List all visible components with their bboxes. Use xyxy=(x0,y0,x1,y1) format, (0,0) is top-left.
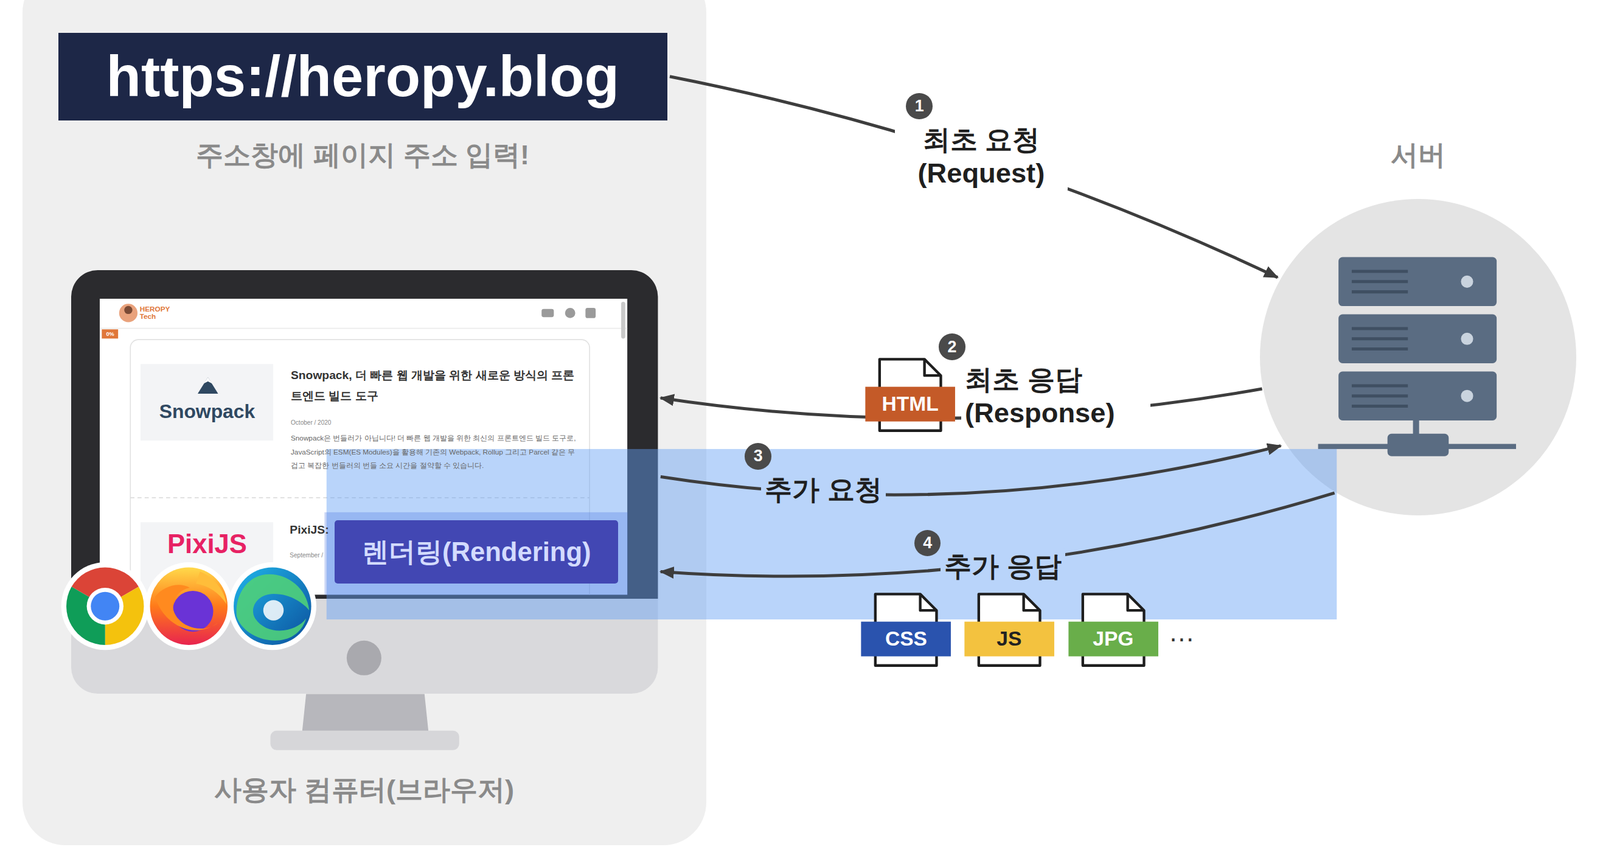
ellipsis: … xyxy=(1168,616,1196,648)
server-vent xyxy=(1351,337,1408,341)
server-light xyxy=(1461,275,1474,288)
server-unit xyxy=(1339,371,1498,421)
decor-shape xyxy=(233,566,311,645)
callout-number: 2 xyxy=(938,333,966,361)
file-tag xyxy=(1068,621,1159,656)
decor-shape xyxy=(61,562,150,650)
decor-shape xyxy=(263,599,285,621)
progress-text: 0% xyxy=(105,330,114,338)
highlight-focus xyxy=(324,512,628,595)
address-bar: https://heropy.blog주소창에 페이지 주소 입력! xyxy=(58,32,668,121)
file-tag xyxy=(861,621,952,656)
edge-label: 최초 응답 (Response) xyxy=(961,361,1151,431)
file-type: JPG xyxy=(1092,627,1134,651)
monitor-base xyxy=(270,730,459,751)
rss-icon xyxy=(585,308,597,319)
thumbnail xyxy=(140,364,274,442)
screen xyxy=(99,298,628,595)
snowpack-snow xyxy=(203,377,212,384)
post-title: Snowpack, 더 빠른 웹 개발을 위한 새로운 방식의 프론트엔드 빌드… xyxy=(290,365,582,406)
snowpack-mark xyxy=(197,377,219,395)
firefox-icon xyxy=(144,562,233,650)
server-vent xyxy=(1351,290,1408,294)
file-icon: JPG xyxy=(1066,591,1161,668)
edge-icon xyxy=(228,562,317,650)
file-tag xyxy=(964,621,1055,656)
file-type: CSS xyxy=(885,627,928,651)
chrome-icon xyxy=(61,562,150,650)
monitor-button xyxy=(346,640,382,676)
scrollbar xyxy=(621,301,626,339)
post-date: September / xyxy=(289,551,324,560)
connector xyxy=(669,76,1278,278)
server-vent xyxy=(1351,394,1408,398)
url-text: https://heropy.blog xyxy=(106,43,620,110)
address-hint: 주소창에 페이지 주소 입력! xyxy=(58,138,668,172)
post-title: PixiJS: xyxy=(289,522,329,537)
file-icon: HTML xyxy=(863,357,957,433)
thumbnail-logo: PixiJS xyxy=(167,528,247,560)
header-line xyxy=(99,327,628,330)
network-hub xyxy=(1387,433,1450,457)
server-vent xyxy=(1351,404,1408,408)
decor-shape xyxy=(90,591,120,621)
site-logo: HEROPY Tech xyxy=(139,305,179,321)
file-tag xyxy=(865,386,956,422)
file-fold xyxy=(924,358,942,376)
server-vent xyxy=(1351,270,1408,274)
server-light xyxy=(1461,332,1474,345)
file-type: JS xyxy=(996,627,1022,651)
avatar-hair xyxy=(124,306,133,314)
server-unit xyxy=(1339,257,1498,307)
server-light xyxy=(1461,389,1474,403)
panel-caption: 사용자 컴퓨터(브라우저) xyxy=(22,773,707,807)
server-unit xyxy=(1339,314,1498,364)
github-icon xyxy=(565,308,576,319)
decor-shape xyxy=(144,562,233,650)
post-date: October / 2020 xyxy=(290,419,331,427)
file-icon: CSS xyxy=(859,591,953,668)
file-type: HTML xyxy=(882,392,939,417)
post-summary: Snowpack은 번들러가 아닙니다! 더 빠른 웹 개발을 위한 최신의 프… xyxy=(290,431,580,473)
edge-label: 최초 요청 (Request) xyxy=(894,121,1068,192)
monitor-neck xyxy=(301,693,429,733)
decor-shape xyxy=(155,584,219,631)
progress-badge xyxy=(102,329,119,339)
rendering-text: 렌더링(Rendering) xyxy=(361,536,592,567)
server-heading: 서버 xyxy=(1259,138,1577,172)
server-vent xyxy=(1351,279,1408,283)
edge-label: 추가 응답 xyxy=(940,548,1066,585)
youtube-icon xyxy=(542,309,555,317)
decor-shape xyxy=(228,562,317,650)
avatar xyxy=(119,304,138,323)
rendering-box: 렌더링(Rendering) xyxy=(334,520,619,584)
edge-label: 추가 요청 xyxy=(761,471,886,508)
server-vent xyxy=(1351,347,1408,351)
callout-number: 4 xyxy=(914,529,942,557)
decor-shape xyxy=(86,587,124,625)
server-vent xyxy=(1351,327,1408,331)
server-vent xyxy=(1351,383,1408,387)
decor-shape xyxy=(150,566,228,645)
decor-shape xyxy=(195,571,227,605)
callout-number: 3 xyxy=(744,442,772,470)
file-icon: JS xyxy=(962,591,1057,668)
thumbnail-logo: Snowpack xyxy=(159,400,256,423)
callout-number: 1 xyxy=(905,93,933,120)
monitor-bezel xyxy=(71,270,658,599)
decor-shape xyxy=(236,574,310,641)
